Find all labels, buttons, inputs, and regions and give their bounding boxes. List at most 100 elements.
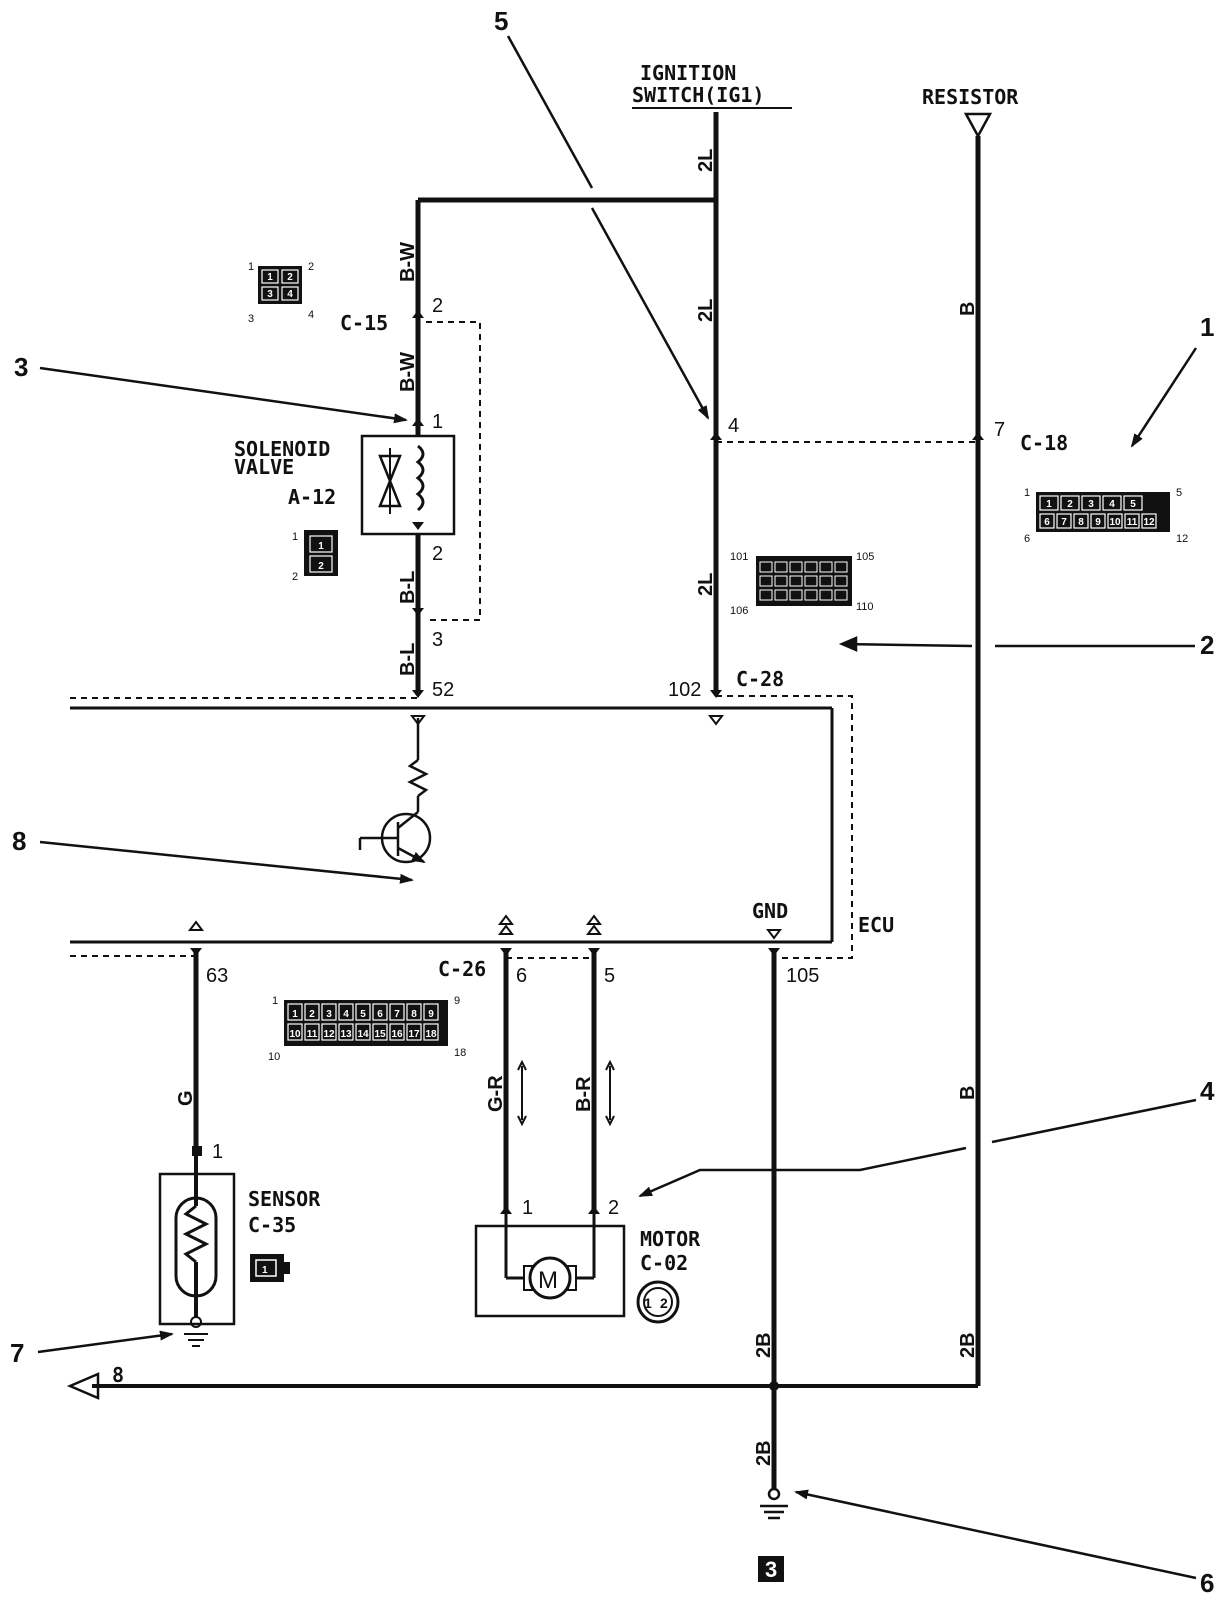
wire-label-2l-2: 2L [695,299,717,322]
svg-text:2: 2 [1200,630,1214,660]
connector-cell-number: 2 [1067,499,1073,510]
svg-text:5: 5 [1176,487,1182,499]
connector-cell [423,1003,439,1021]
connector-cell [287,1023,303,1041]
connector-cell-number: 1 [267,272,273,283]
connector-cell-number: 3 [326,1009,332,1020]
wire-label-b-1: B [957,302,979,316]
connector-cell [261,286,279,301]
a12-face-icon: 12 1 2 [292,530,338,583]
svg-text:RESISTOR: RESISTOR [922,85,1019,109]
svg-text:7: 7 [994,419,1005,441]
svg-text:1: 1 [644,1295,652,1311]
motor-icon [528,1256,572,1300]
ground-symbol-main [760,1487,788,1520]
ecu-box: ECU GND [70,695,894,959]
callout-arrows [37,35,1198,1580]
svg-text:2: 2 [608,1197,619,1219]
connector-cell [804,575,818,587]
connector-cell-number: 7 [394,1009,400,1020]
connector-cell [304,1003,320,1021]
connector-cell-number: 9 [1095,517,1101,528]
connector-cell [819,589,833,601]
svg-text:4: 4 [728,415,739,437]
connector-cell [1081,495,1101,511]
svg-text:12: 12 [1176,533,1188,545]
svg-text:3: 3 [248,313,254,325]
solenoid-valve: SOLENOID VALVE A-12 [234,434,456,536]
svg-text:SWITCH(IG1): SWITCH(IG1) [632,83,764,107]
sensor-code: C-35 [248,1213,296,1237]
motor: M MOTOR C-02 [474,1214,701,1318]
connector-cell-number: 3 [1088,499,1094,510]
connector-cell [304,1023,320,1041]
connector-cell-number: 13 [340,1029,352,1040]
svg-text:2: 2 [292,571,298,583]
connector-cell-number: 11 [307,1029,318,1040]
wire-label-bw-1: B-W [397,242,419,282]
connector-cell [774,561,788,573]
svg-text:110: 110 [856,601,874,613]
connector-cell [321,1003,337,1021]
svg-text:1: 1 [292,531,298,543]
connector-cell-number: 1 [292,1009,298,1020]
connector-cell [789,575,803,587]
connector-cell [321,1023,337,1041]
svg-text:3: 3 [14,352,28,382]
svg-text:IGNITION: IGNITION [640,61,736,85]
connector-cell [819,561,833,573]
svg-text:1: 1 [212,1141,223,1163]
connector-c26-label: C-26 [438,957,486,981]
connector-cell [389,1023,405,1041]
connector-cell [1141,513,1157,529]
svg-text:9: 9 [454,995,460,1007]
connector-cell [804,561,818,573]
connector-cell [834,561,848,573]
connector-cell-number: 1 [1046,499,1052,510]
connector-cell-number: 8 [411,1009,417,1020]
ecu-inner-arrows [188,715,782,940]
svg-text:8: 8 [112,1363,124,1387]
solenoid-label-line1: SOLENOID [234,437,330,461]
svg-text:1: 1 [1024,487,1030,499]
connector-cell-number: 16 [391,1029,403,1040]
connector-cell [774,575,788,587]
sensor: SENSOR C-35 [158,1146,321,1347]
wire-label-2l-1: 2L [695,149,717,172]
connector-cell [372,1003,388,1021]
connector-cell-number: 2 [309,1009,315,1020]
svg-text:102: 102 [668,679,701,701]
connector-cell [338,1003,354,1021]
connector-cell [774,589,788,601]
connector-cell [789,561,803,573]
connector-cell-number: 14 [357,1029,369,1040]
connector-cell-number: 4 [343,1009,349,1020]
connector-cell [789,589,803,601]
connector-cell-number: 9 [428,1009,434,1020]
connector-cell [281,286,299,301]
svg-text:M: M [538,1267,558,1294]
connector-cell-number: 4 [287,289,293,300]
svg-text:3: 3 [432,629,443,651]
signal-direction-arrows [517,1059,615,1127]
connector-cell-number: 12 [323,1029,335,1040]
connector-cell [281,269,299,284]
connector-cell-number: 7 [1061,517,1067,528]
svg-text:5: 5 [604,965,615,987]
terminal-markers [190,310,984,1214]
svg-text:5: 5 [494,6,508,36]
connector-cell-number: 4 [1109,499,1115,510]
svg-text:2: 2 [660,1295,668,1311]
svg-text:6: 6 [1024,533,1030,545]
connector-cell-number: 18 [425,1029,437,1040]
wire-label-2b-1: 2B [753,1332,775,1358]
gnd-label: GND [752,899,788,923]
connector-cell [759,561,773,573]
svg-text:52: 52 [432,679,454,701]
solenoid-label-line2: VALVE [234,455,294,479]
motor-label: MOTOR [640,1227,701,1251]
connector-cell [1073,513,1089,529]
svg-text:7: 7 [10,1338,24,1368]
